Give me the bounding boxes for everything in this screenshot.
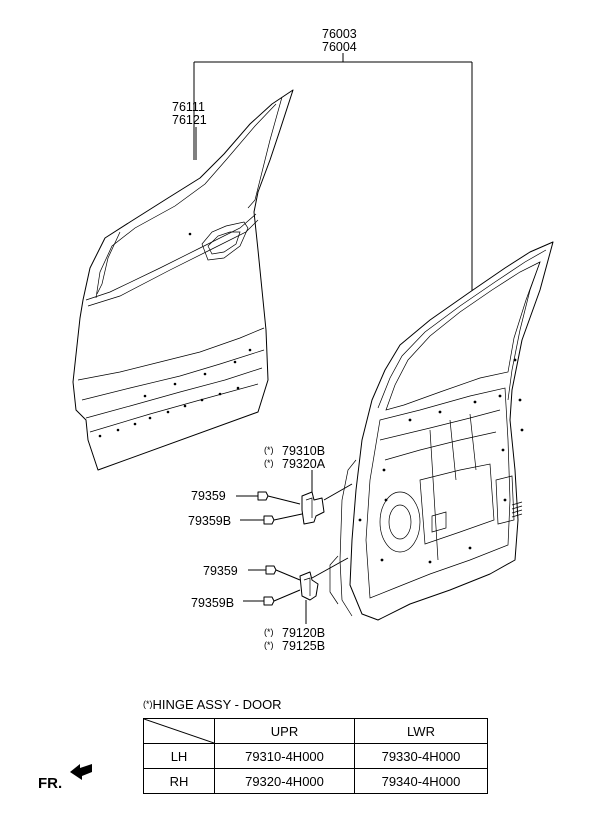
callout-79359b-lower: 79359B (191, 596, 234, 610)
table-cell-rh-upr: 79320-4H000 (214, 768, 355, 794)
callout-79359b-upper: 79359B (188, 514, 231, 528)
lower-bolt-b (263, 589, 301, 606)
table-row: LH 79310-4H000 79330-4H000 (143, 743, 488, 769)
callout-79359-upper: 79359 (191, 489, 226, 503)
lower-bolt (265, 565, 301, 581)
callout-76004: 76004 (322, 40, 357, 54)
door-inner-frame (329, 241, 554, 621)
table-row-label-rh: RH (143, 768, 215, 794)
table-header-lwr: LWR (354, 718, 488, 744)
upper-bolt (257, 491, 301, 505)
table-corner-diagonal (144, 719, 214, 743)
hinge-legend-title: (*)HINGE ASSY - DOOR (143, 697, 282, 712)
hinge-mark-upper-b: (*) (264, 458, 274, 468)
inner-frame-holes (358, 358, 524, 564)
hinge-mark-lower-b: (*) (264, 640, 274, 650)
lower-hinge (299, 571, 319, 601)
callout-76121: 76121 (172, 113, 207, 127)
callout-79120b: 79120B (282, 626, 325, 640)
table-row-label-lh: LH (143, 743, 215, 769)
callout-79320a: 79320A (282, 457, 326, 471)
speaker-grille (511, 501, 523, 518)
callout-79125b: 79125B (282, 639, 325, 653)
hinge-mark-upper-a: (*) (264, 445, 274, 455)
hinge-part-table: UPR LWR LH 79310-4H000 79330-4H000 RH 79… (143, 718, 488, 794)
hinge-mark-lower-a: (*) (264, 627, 274, 637)
table-cell-lh-upr: 79310-4H000 (214, 743, 355, 769)
hinge-legend-mark: (*) (143, 699, 153, 709)
lower-hinge-to-door-line (311, 557, 349, 579)
table-cell-rh-lwr: 79340-4H000 (354, 768, 488, 794)
callout-76111: 76111 (172, 100, 205, 114)
front-direction-arrow-icon (70, 764, 92, 780)
upper-bolt-b (263, 513, 303, 525)
table-cell-lh-lwr: 79330-4H000 (354, 743, 488, 769)
table-row: RH 79320-4H000 79340-4H000 (143, 768, 488, 794)
table-header-row: UPR LWR (143, 718, 488, 744)
assembly-bracket-leader (193, 53, 473, 300)
callout-79310b: 79310B (282, 444, 325, 458)
table-corner-cell (143, 718, 215, 744)
hinge-legend-text: HINGE ASSY - DOOR (152, 697, 282, 712)
callout-79359-lower: 79359 (203, 564, 238, 578)
panel-hem-holes (98, 232, 252, 438)
table-header-upr: UPR (214, 718, 355, 744)
upper-hinge-to-door-line (323, 483, 353, 501)
front-direction-label: FR. (38, 775, 63, 792)
door-outer-panel (72, 89, 294, 471)
callout-76003: 76003 (322, 27, 357, 41)
upper-hinge (301, 491, 325, 525)
